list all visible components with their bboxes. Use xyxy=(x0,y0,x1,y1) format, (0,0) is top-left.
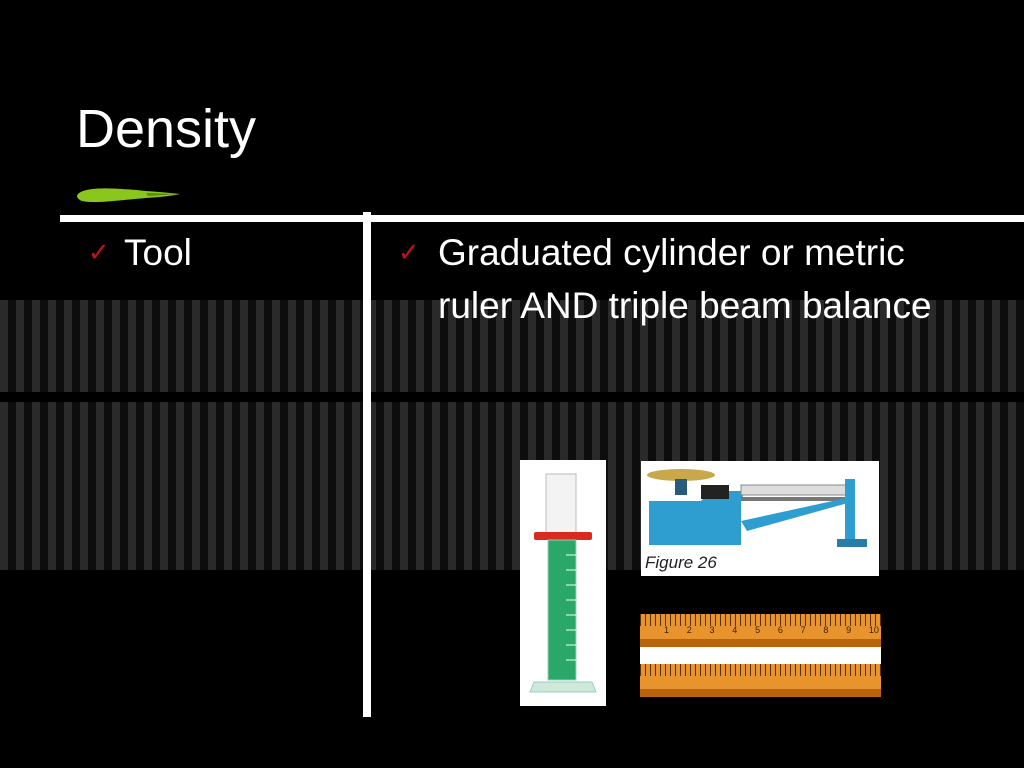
checkmark-icon: ✓ xyxy=(88,237,110,267)
ruler-ticks xyxy=(640,664,881,676)
balance-caption: Figure 26 xyxy=(645,553,717,572)
metric-ruler-image: 1 2 3 4 5 6 7 8 9 10 xyxy=(640,614,881,647)
right-bullet: ✓ Graduated cylinder or metric ruler AND… xyxy=(398,226,958,332)
vertical-divider xyxy=(363,212,371,717)
left-bullet: ✓ Tool xyxy=(88,226,192,279)
background-stripes-upper xyxy=(0,300,1024,392)
ruler-ticks xyxy=(640,614,881,626)
ruler-numbers: 1 2 3 4 5 6 7 8 9 10 xyxy=(664,625,879,635)
right-bullet-text: Graduated cylinder or metric ruler AND t… xyxy=(438,232,932,326)
slide-title: Density xyxy=(76,99,257,159)
left-bullet-text: Tool xyxy=(124,232,192,273)
ruler-gap xyxy=(640,647,881,664)
checkmark-icon: ✓ xyxy=(398,237,420,267)
triple-beam-balance-image: Figure 26 xyxy=(641,461,879,576)
green-brush-accent xyxy=(77,188,180,203)
horizontal-divider xyxy=(60,215,1024,222)
graduated-cylinder-image xyxy=(520,460,606,706)
metric-ruler-image-mm xyxy=(640,664,881,697)
